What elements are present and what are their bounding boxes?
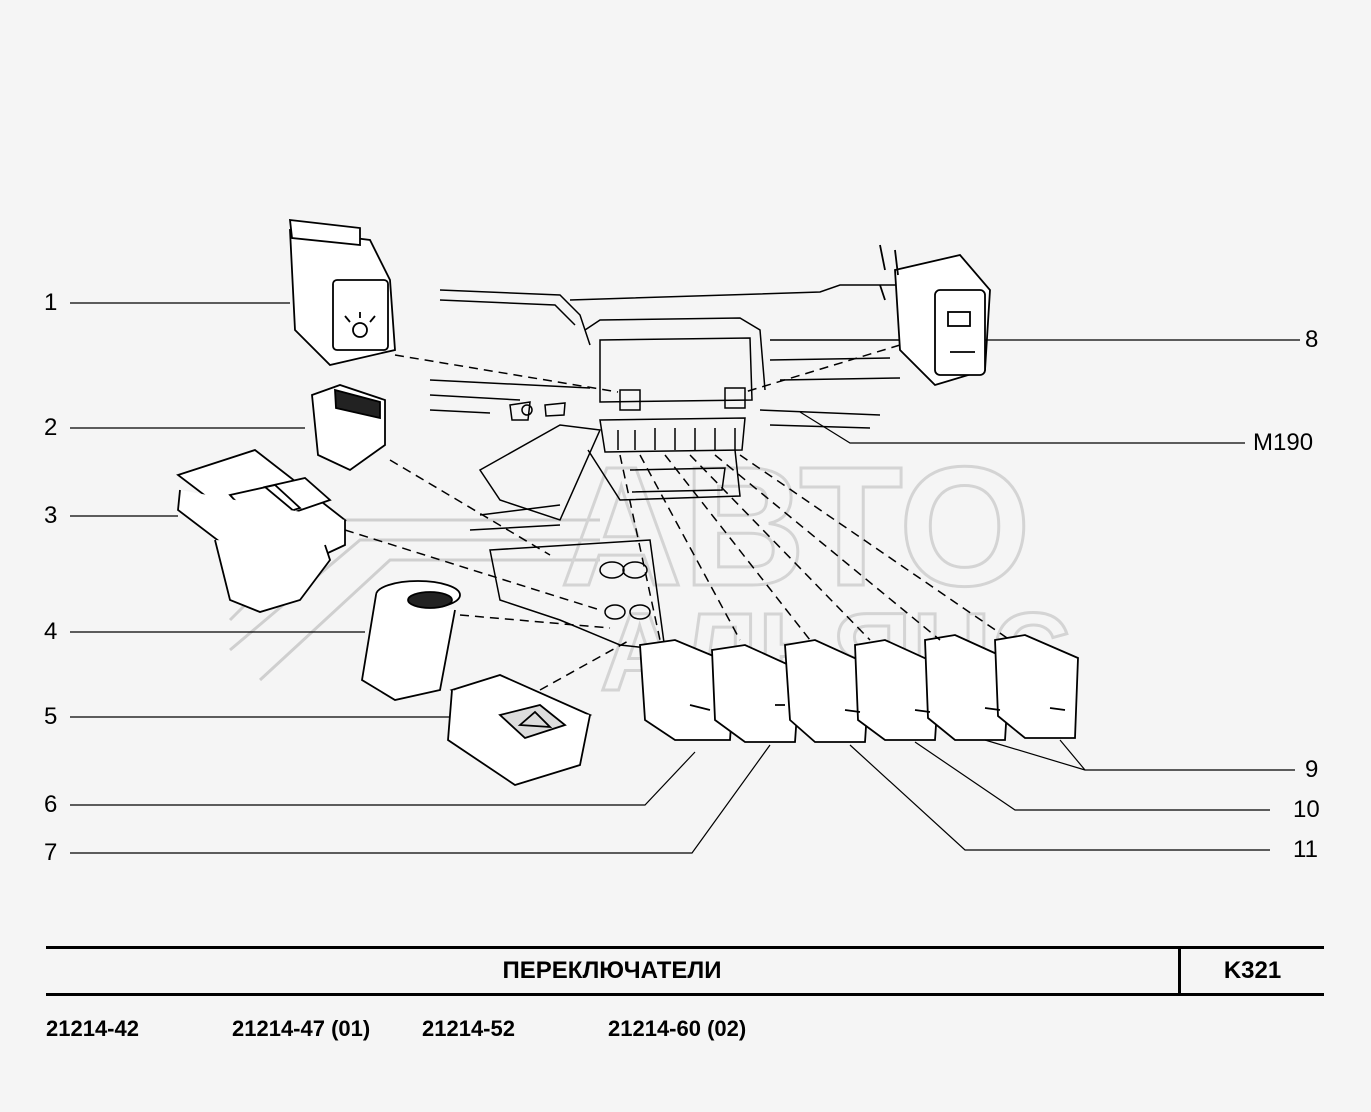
callout-10: 10 bbox=[1293, 796, 1320, 823]
assembly-arrows bbox=[344, 344, 1011, 691]
part-3-window-switch-block bbox=[176, 448, 347, 613]
callout-8: 8 bbox=[1305, 326, 1319, 353]
exploded-diagram: АВТО АЛЬЯНС bbox=[70, 218, 1300, 854]
part-2-small-switch bbox=[311, 384, 386, 472]
part-4-round-switch bbox=[361, 580, 461, 701]
callout-9: 9 bbox=[1305, 756, 1319, 783]
model-code: 21214-52 bbox=[422, 1016, 515, 1041]
svg-text:АВТО: АВТО bbox=[560, 432, 1031, 622]
page-title: ПЕРЕКЛЮЧАТЕЛИ bbox=[502, 957, 722, 984]
leader-lines bbox=[70, 302, 1300, 854]
callout-m190: M190 bbox=[1253, 429, 1314, 456]
title-bar: ПЕРЕКЛЮЧАТЕЛИ K321 bbox=[46, 946, 1324, 996]
callout-1: 1 bbox=[44, 289, 58, 316]
part-5-hazard-switch bbox=[447, 674, 593, 786]
callout-3: 3 bbox=[44, 502, 58, 529]
title-divider bbox=[1178, 949, 1181, 993]
part-1-light-switch bbox=[288, 218, 396, 366]
model-code: 21214-60 (02) bbox=[608, 1016, 747, 1041]
part-8-rear-heater-switch bbox=[879, 244, 991, 387]
page-code: K321 bbox=[1223, 957, 1282, 984]
callout-7: 7 bbox=[44, 839, 58, 866]
callout-6: 6 bbox=[44, 791, 58, 818]
callout-2: 2 bbox=[44, 414, 58, 441]
rocker-switch-row bbox=[639, 634, 1079, 743]
model-code: 21214-42 bbox=[46, 1016, 139, 1041]
callout-11: 11 bbox=[1293, 836, 1318, 863]
model-code: 21214-47 (01) bbox=[232, 1016, 371, 1041]
callout-5: 5 bbox=[44, 703, 58, 730]
callout-4: 4 bbox=[44, 618, 58, 645]
dashboard-outline bbox=[429, 284, 901, 651]
